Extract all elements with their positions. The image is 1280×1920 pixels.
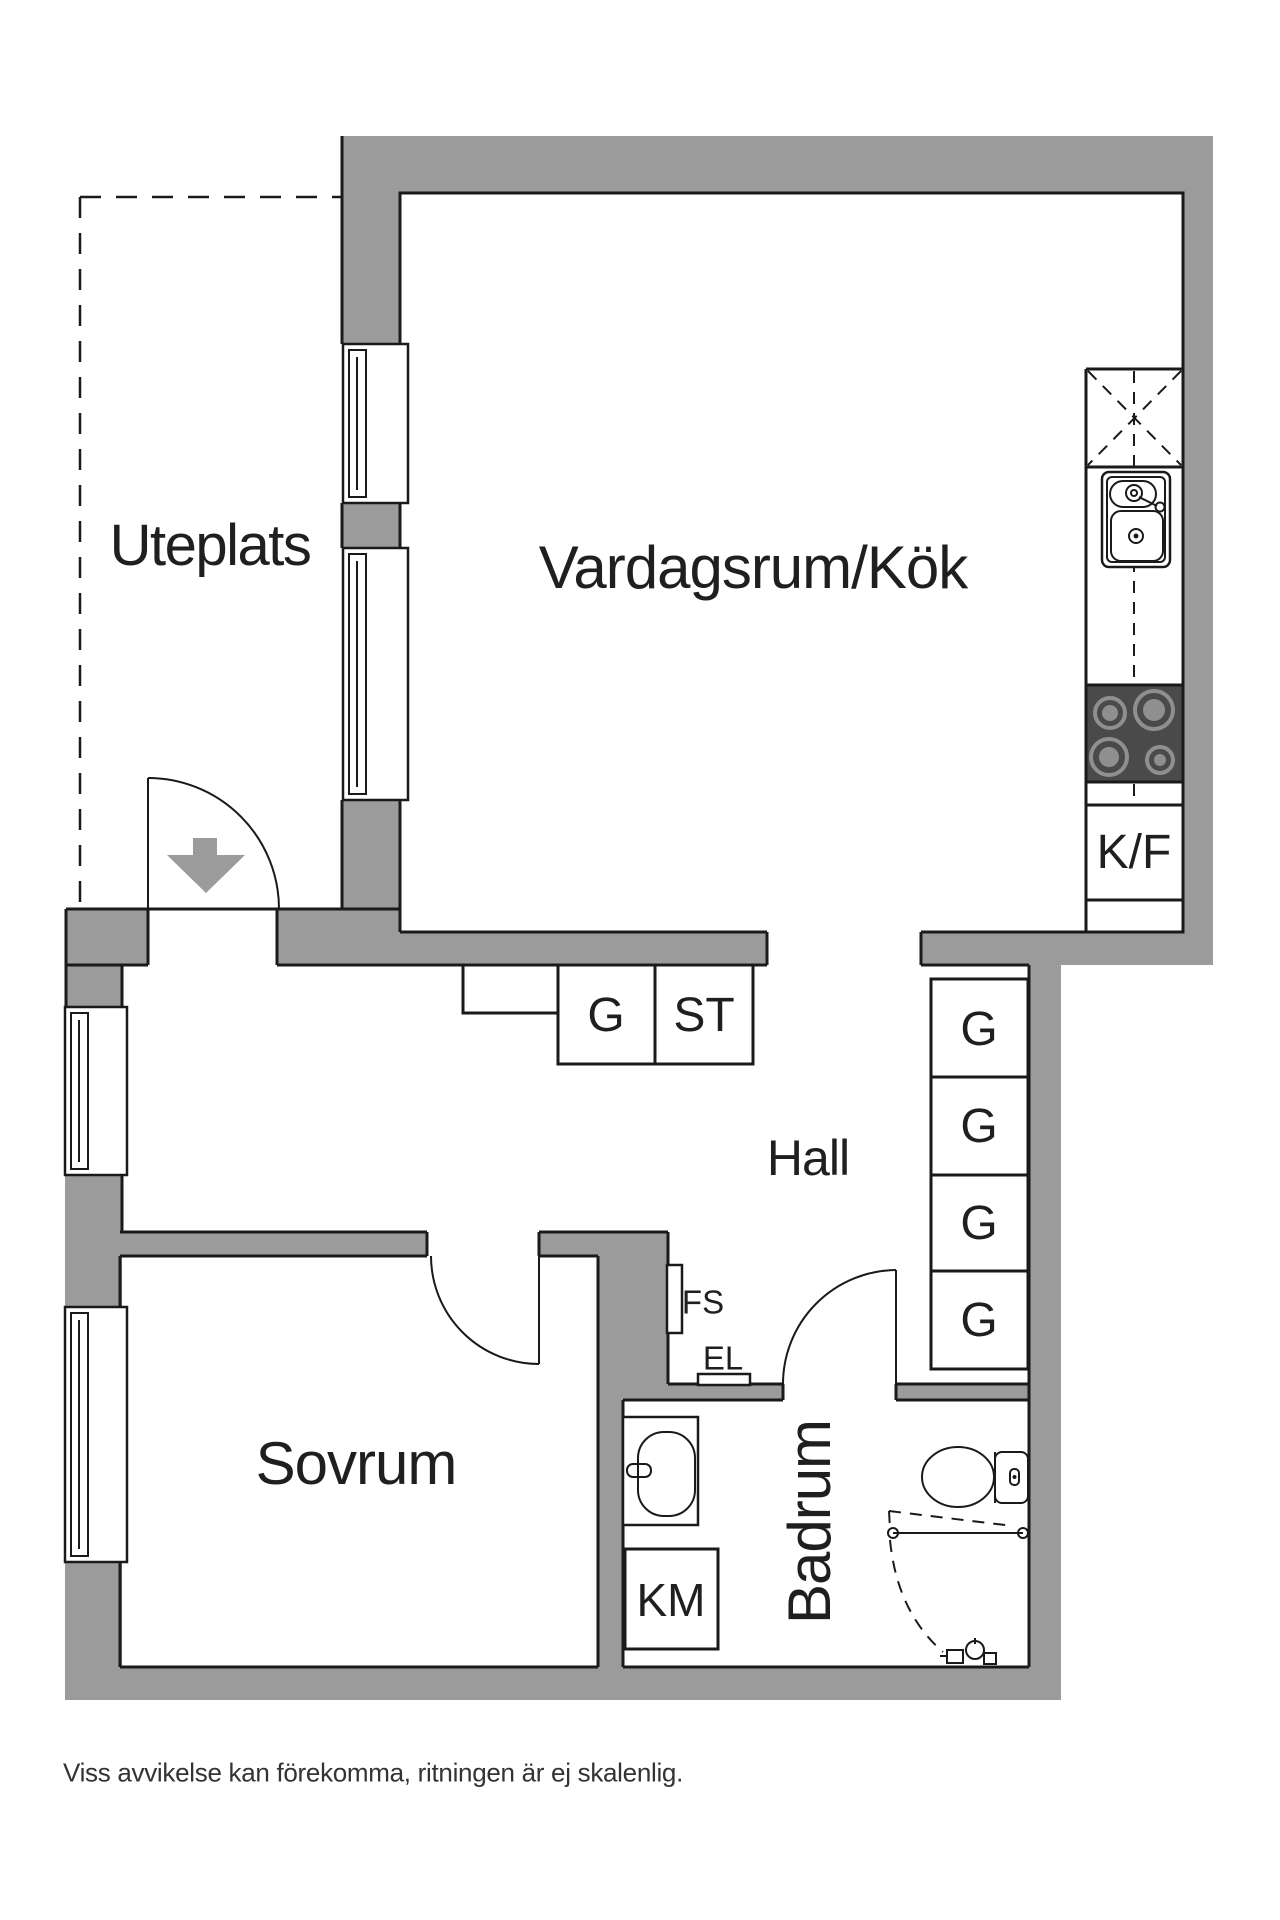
- wall-bottom: [65, 1667, 1061, 1700]
- room-label-badrum: Badrum: [776, 1419, 843, 1625]
- fridge-freezer-box: [1084, 803, 1185, 902]
- bedroom-door: [430, 1255, 540, 1365]
- electrical-fixtures: [665, 1263, 752, 1387]
- wardrobe-g1-box: [929, 977, 1030, 1079]
- entrance-arrow-icon: [167, 838, 245, 893]
- window-hall-west: [63, 1005, 129, 1177]
- window-bedroom-west: [63, 1305, 129, 1564]
- wall-bedroom-north-a: [120, 1232, 427, 1256]
- wall-bedroom-east: [598, 1400, 623, 1667]
- toilet: [921, 1446, 1029, 1508]
- wardrobe-g3-box: [929, 1173, 1030, 1273]
- wardrobe-g4-box: [929, 1269, 1030, 1371]
- closet-label-st: ST: [673, 989, 735, 1042]
- room-label-sovrum: Sovrum: [255, 1430, 458, 1497]
- wall-bedroom-north-b: [539, 1232, 668, 1256]
- bathroom-door: [782, 1269, 897, 1385]
- electrical-label-el: EL: [702, 1339, 744, 1377]
- window-livingroom-upper: [341, 342, 410, 505]
- shower-curtain-swing-dashed: [889, 1539, 944, 1653]
- kitchen-sink: [1100, 470, 1172, 569]
- wall-right: [1183, 193, 1213, 965]
- shower-curtain-dashed: [888, 1510, 1014, 1527]
- wall-top: [342, 136, 1213, 193]
- appliance-label-kf: K/F: [1096, 826, 1172, 879]
- wall-hall-west: [65, 1175, 122, 1232]
- walls: [65, 136, 1213, 1700]
- wall-kitchen-south: [921, 932, 1213, 965]
- disclaimer-text: Viss avvikelse kan förekomma, ritningen …: [63, 1757, 684, 1788]
- wall-entrance-right-block: [277, 909, 400, 965]
- bathroom-fixtures: [621, 1415, 1029, 1665]
- room-label-vardagsrum-kok: Vardagsrum/Kök: [538, 534, 968, 601]
- wall-corner-block: [598, 1256, 668, 1400]
- wall-hall-north: [398, 932, 767, 965]
- wall-bathroom-north-b: [896, 1384, 1029, 1400]
- patio-boundary: [78, 195, 342, 909]
- window-livingroom-lower: [341, 546, 410, 802]
- wall-entrance-left-upper: [65, 909, 148, 965]
- wall-livingroom-west-separator: [342, 503, 400, 548]
- doors: [147, 777, 897, 1385]
- wardrobe-label-g1: G: [960, 1003, 998, 1056]
- wall-bedroom-west-upper: [65, 1256, 122, 1307]
- hall-closets: [461, 963, 1030, 1371]
- room-label-uteplats: Uteplats: [109, 513, 312, 578]
- interior-wall-lines: [64, 136, 1185, 1669]
- wall-entrance-left-lower: [65, 965, 122, 1007]
- kitchen: [1084, 367, 1185, 932]
- wall-bedroom-west-lower: [65, 1562, 122, 1667]
- fuse-box: [665, 1263, 684, 1335]
- closet-label-g: G: [587, 989, 625, 1042]
- entrance-door: [147, 777, 280, 910]
- shower: [887, 1510, 1029, 1665]
- wardrobe-label-g3: G: [960, 1197, 998, 1250]
- wardrobe-label-g2: G: [960, 1100, 998, 1153]
- wall-hall-bathroom-east: [1029, 965, 1061, 1667]
- closet-st-box: [653, 963, 755, 1066]
- washing-machine-box: [623, 1547, 720, 1651]
- stove: [1084, 683, 1185, 784]
- wall-livingroom-west-upper: [342, 136, 400, 344]
- room-label-hall: Hall: [766, 1130, 850, 1186]
- wardrobe-label-g4: G: [960, 1294, 998, 1347]
- closet-shelf: [461, 963, 560, 1015]
- closet-g-box: [556, 963, 657, 1066]
- electrical-label-fs: FS: [681, 1283, 725, 1321]
- appliance-label-km: KM: [636, 1574, 706, 1626]
- shower-mixer-icon: [940, 1638, 997, 1665]
- windows: [63, 342, 410, 1564]
- wall-bathroom-north-a: [668, 1384, 783, 1400]
- wall-west-joint: [65, 1232, 122, 1256]
- el-box: [696, 1372, 752, 1387]
- bathroom-sink: [621, 1415, 700, 1527]
- wall-livingroom-west-lower: [342, 800, 400, 909]
